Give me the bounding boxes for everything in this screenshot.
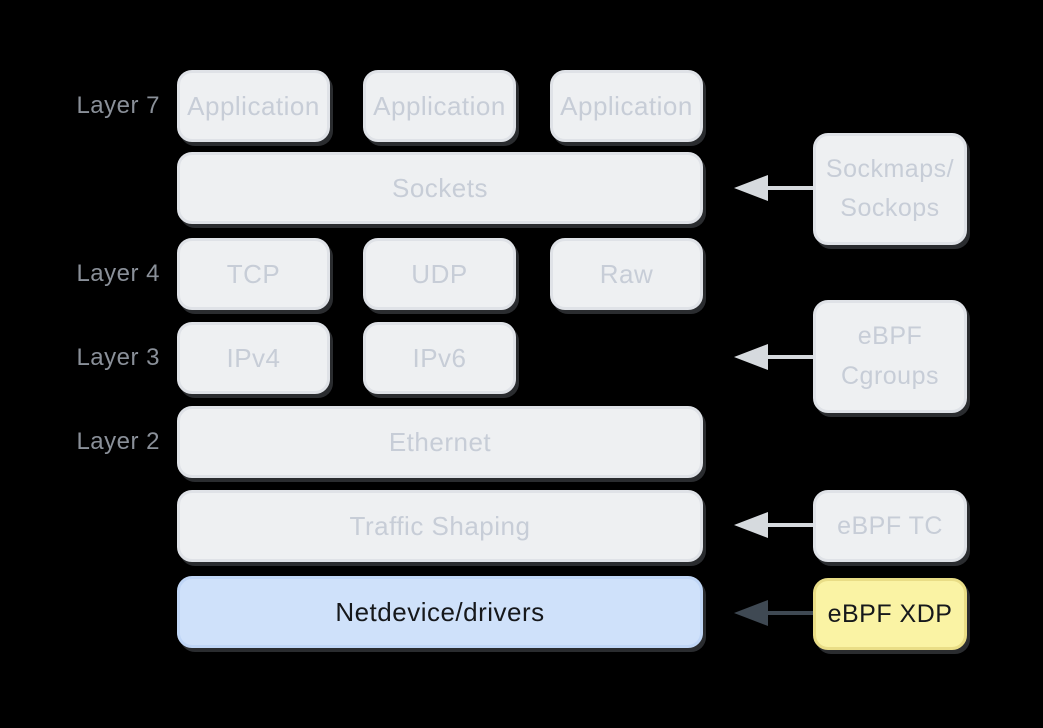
netdevice-drivers-box: Netdevice/drivers [177, 576, 703, 648]
arrow-xdp-to-netdevice [734, 600, 813, 626]
sockmaps-line-1: Sockmaps/ [825, 154, 955, 183]
ebpf-tc-box: eBPF TC [813, 490, 967, 562]
arrow-cgroups-to-stack [734, 344, 813, 370]
raw-box: Raw [550, 238, 703, 310]
arrow-shaft [768, 611, 813, 615]
sockmaps-sockops-box: Sockmaps/ Sockops [813, 133, 967, 245]
traffic-shaping-box: Traffic Shaping [177, 490, 703, 562]
layer-7-label: Layer 7 [76, 92, 160, 119]
ipv4-box: IPv4 [177, 322, 330, 394]
application-box-2: Application [363, 70, 516, 142]
arrowhead-left-icon [734, 344, 768, 370]
arrow-sockmaps-to-sockets [734, 175, 813, 201]
cgroups-line-1: eBPF [857, 322, 923, 350]
ipv6-box: IPv6 [363, 322, 516, 394]
ethernet-box: Ethernet [177, 406, 703, 478]
application-box-3: Application [550, 70, 703, 142]
layer-2-label: Layer 2 [76, 428, 160, 455]
tcp-box: TCP [177, 238, 330, 310]
application-box-1: Application [177, 70, 330, 142]
arrowhead-left-icon [734, 512, 768, 538]
udp-box: UDP [363, 238, 516, 310]
arrowhead-left-icon [734, 600, 768, 626]
ebpf-cgroups-box: eBPF Cgroups [813, 300, 967, 413]
layer-3-label: Layer 3 [76, 344, 160, 371]
cgroups-line-2: Cgroups [841, 362, 939, 390]
sockets-box: Sockets [177, 152, 703, 224]
arrowhead-left-icon [734, 175, 768, 201]
arrow-shaft [768, 355, 813, 359]
sockmaps-line-2: Sockops [840, 194, 940, 223]
ebpf-xdp-box: eBPF XDP [813, 578, 967, 650]
arrow-shaft [768, 523, 813, 527]
arrow-tc-to-traffic-shaping [734, 512, 813, 538]
arrow-shaft [768, 186, 813, 190]
layer-4-label: Layer 4 [76, 260, 160, 287]
